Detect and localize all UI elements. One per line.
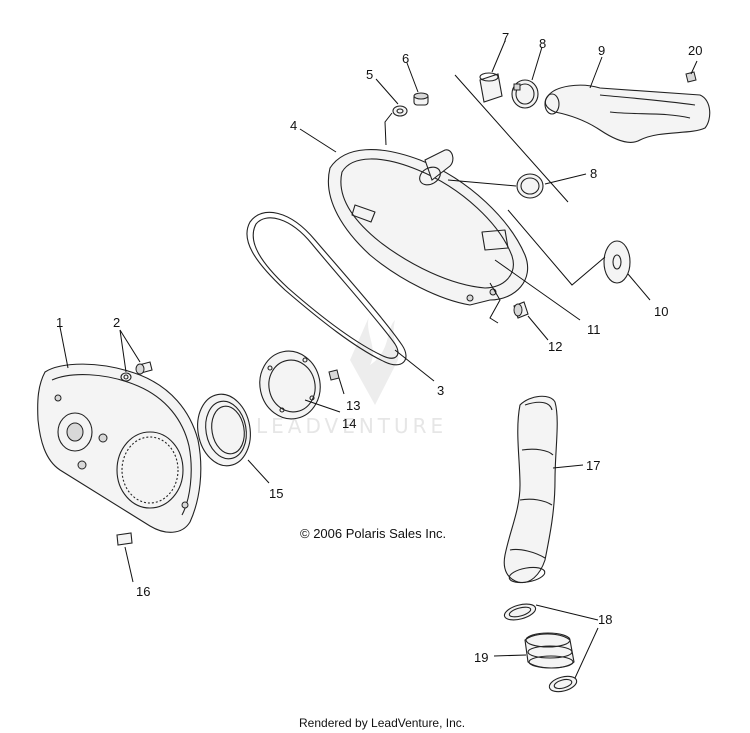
callout-4: 4	[290, 118, 297, 133]
callout-2: 2	[113, 315, 120, 330]
small-screw	[328, 369, 340, 381]
callout-14: 14	[342, 416, 356, 431]
callout-20: 20	[688, 43, 702, 58]
boot	[524, 632, 575, 669]
callout-labels: 1 2 3 4 5 6 7 8 8 9 10 11 12 13 14 15 16…	[56, 30, 702, 665]
callout-8-top: 8	[539, 36, 546, 51]
callout-16: 16	[136, 584, 150, 599]
leader-lines	[59, 40, 698, 679]
callout-6: 6	[402, 51, 409, 66]
callout-19: 19	[474, 650, 488, 665]
callout-13: 13	[346, 398, 360, 413]
gasket-plate	[259, 350, 321, 420]
callout-1: 1	[56, 315, 63, 330]
callout-15: 15	[269, 486, 283, 501]
callout-11: 11	[587, 322, 601, 337]
small-label	[116, 532, 133, 546]
inner-clutch-cover	[327, 149, 529, 306]
coupler	[479, 72, 503, 103]
intake-duct	[544, 84, 711, 143]
callout-7: 7	[502, 30, 509, 45]
callout-10: 10	[654, 304, 668, 319]
bolt-and-washer	[120, 361, 153, 382]
callout-8-middle: 8	[590, 166, 597, 181]
callout-17: 17	[586, 458, 600, 473]
hose-clamp-top	[511, 79, 539, 109]
callout-9: 9	[598, 43, 605, 58]
hose-clamp-lower	[503, 603, 578, 693]
copyright-text: © 2006 Polaris Sales Inc.	[300, 526, 446, 541]
seal-disk	[603, 240, 631, 284]
drive-belt	[246, 211, 407, 366]
plug	[413, 92, 429, 106]
callout-18: 18	[598, 612, 612, 627]
callout-5: 5	[366, 67, 373, 82]
outer-clutch-cover	[37, 363, 202, 533]
footer-text: Rendered by LeadVenture, Inc.	[299, 716, 465, 730]
washer	[392, 105, 408, 117]
callout-3: 3	[437, 383, 444, 398]
seal-ring	[197, 393, 251, 467]
cooling-duct	[503, 395, 558, 584]
bolt	[513, 301, 529, 319]
hose-clamp-middle	[516, 173, 544, 199]
callout-12: 12	[548, 339, 562, 354]
